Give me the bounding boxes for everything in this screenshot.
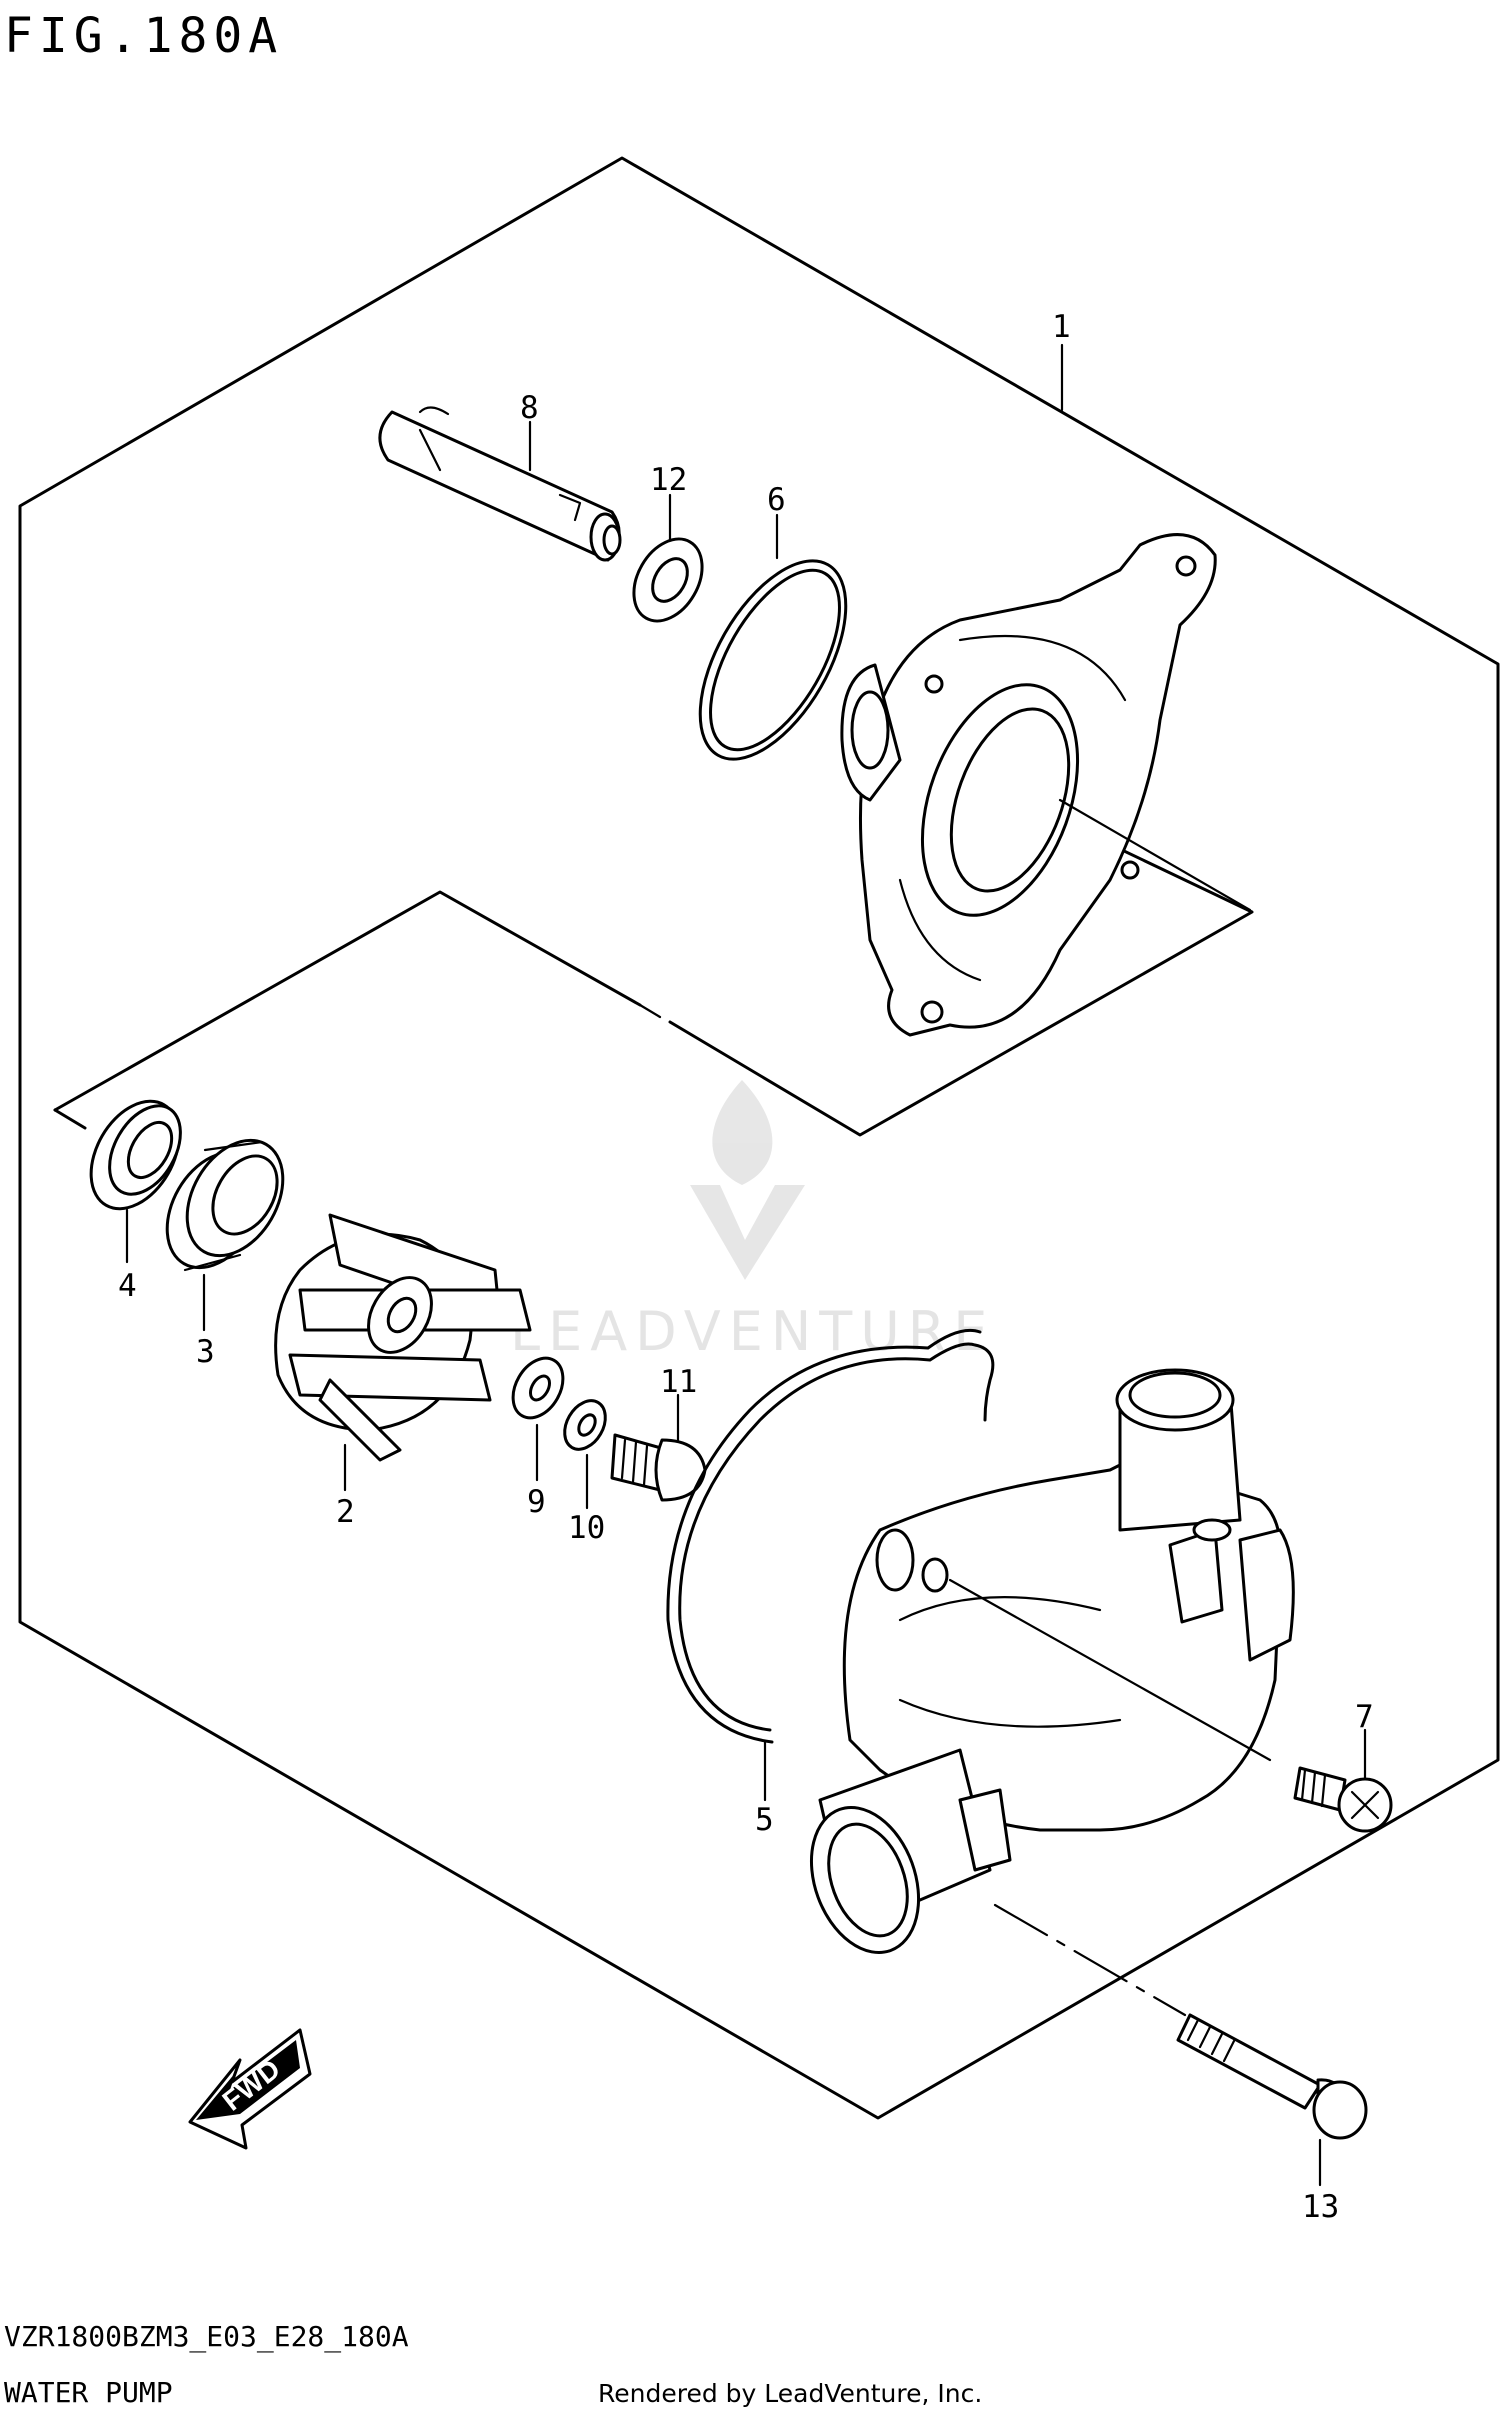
- watermark-text: LEADVENTURE: [510, 1300, 995, 1363]
- rendered-by: Rendered by LeadVenture, Inc.: [598, 2379, 982, 2408]
- watermark-v-icon: [690, 1185, 805, 1280]
- o-ring-6: [698, 559, 848, 761]
- callout-7: 7: [1355, 1699, 1374, 1735]
- exploded-plane-left-edge: [53, 1108, 87, 1130]
- figure-title: FIG.180A: [4, 8, 283, 64]
- model-code: VZR1800BZM3_E03_E28_180A: [4, 2320, 409, 2354]
- watermark: LEADVENTURE: [510, 1080, 995, 1363]
- shaft-washer: [632, 537, 704, 623]
- assembly-frame: [18, 156, 1500, 2120]
- pump-cover: [809, 1368, 1295, 1955]
- washer-10: [563, 1399, 607, 1451]
- housing-axis-line: [1058, 798, 1252, 912]
- flange-bolt: [1176, 2013, 1368, 2140]
- oil-seal: [89, 1099, 182, 1211]
- bolt-axis-line: [993, 1903, 1187, 2017]
- callout-12: 12: [650, 462, 687, 498]
- callout-4: 4: [118, 1268, 137, 1304]
- impeller: [274, 1213, 532, 1462]
- screw-axis-line: [948, 1578, 1272, 1762]
- exploded-plane-right: [668, 828, 1254, 1137]
- mechanical-seal: [165, 1138, 285, 1272]
- callout-5: 5: [755, 1802, 774, 1838]
- callout-1: 1: [1052, 309, 1071, 345]
- callout-9: 9: [527, 1484, 546, 1520]
- callout-13: 13: [1302, 2189, 1339, 2225]
- impeller-bolt: [610, 1433, 707, 1502]
- impeller-shaft: [378, 406, 622, 562]
- section-name: WATER PUMP: [4, 2376, 173, 2409]
- pump-housing: [840, 533, 1217, 1037]
- watermark-flame-icon: [712, 1080, 773, 1185]
- callout-11: 11: [660, 1364, 697, 1400]
- callout-8: 8: [520, 390, 539, 426]
- callout-6: 6: [767, 482, 786, 518]
- callout-3: 3: [196, 1334, 215, 1370]
- pump-cover-o-ring: [666, 1328, 995, 1744]
- callout-10: 10: [568, 1510, 605, 1546]
- exploded-plane-dash: [638, 1003, 662, 1019]
- callout-2: 2: [336, 1494, 355, 1530]
- washer-9: [511, 1356, 565, 1420]
- exploded-plane: [53, 890, 642, 1112]
- cover-screw: [1293, 1766, 1393, 1833]
- fwd-arrow-icon: FWD: [188, 2028, 312, 2150]
